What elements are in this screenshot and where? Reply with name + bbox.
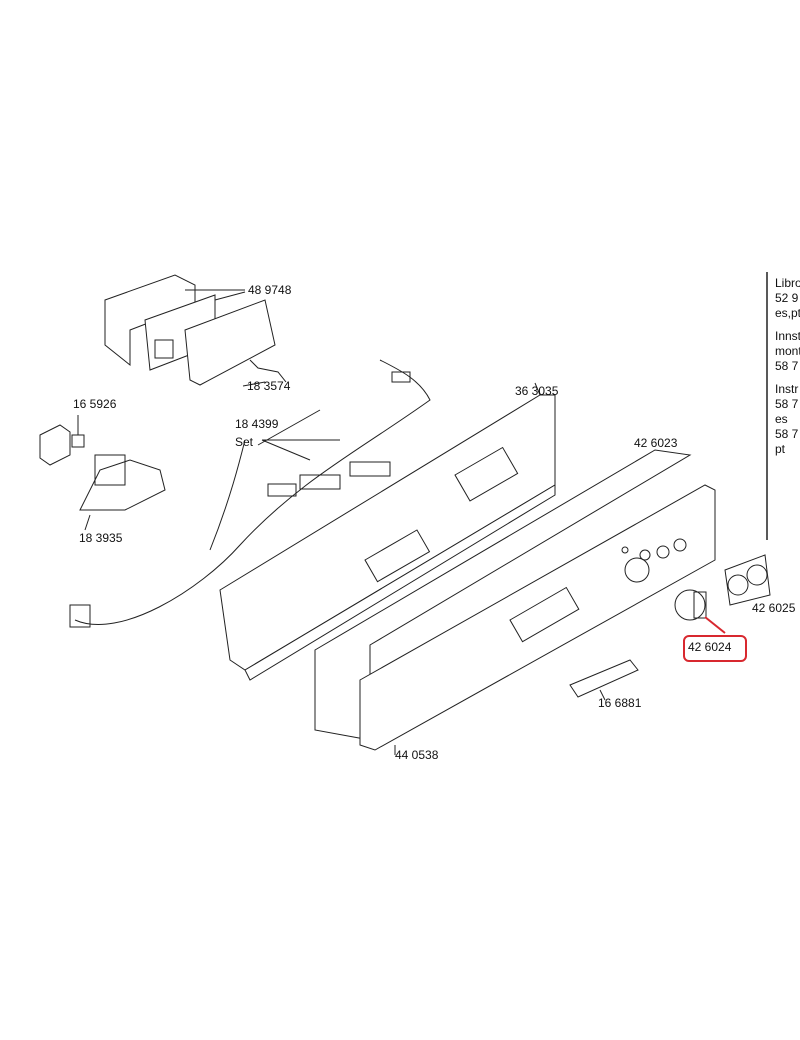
part-label: 42 6025 (752, 601, 796, 615)
note-line: 52 9 (775, 291, 799, 305)
board-426025 (724, 554, 771, 606)
knob-426024 (674, 589, 726, 634)
part-label: Set (235, 435, 254, 449)
part-165926 (39, 415, 85, 466)
note-line: es,pt (775, 306, 800, 320)
part-label: 36 3035 (515, 384, 559, 398)
sensor-183574 (249, 359, 287, 383)
note-line: 58 7 (775, 397, 799, 411)
part-label-highlighted[interactable]: 42 6024 (688, 640, 732, 654)
part-label: 18 3935 (79, 531, 123, 545)
note-line: Innst (775, 329, 800, 343)
part-183935 (79, 454, 166, 531)
note-line: Libro (775, 276, 800, 290)
part-label: 18 3574 (247, 379, 291, 393)
part-label: 16 5926 (73, 397, 117, 411)
note-line: es (775, 412, 788, 426)
part-label: 16 6881 (598, 696, 642, 710)
highlight-box (683, 635, 747, 662)
note-line: mont (775, 344, 800, 358)
part-label: 42 6023 (634, 436, 678, 450)
trim-166881 (569, 659, 639, 701)
control-module-489748 (104, 274, 276, 386)
note-line: pt (775, 442, 786, 456)
part-label: 18 4399 (235, 417, 279, 431)
note-line: 58 7 (775, 359, 799, 373)
note-line: 58 7 (775, 427, 799, 441)
fascia-panel-440538 (314, 449, 716, 755)
wiring-harness-184399 (69, 359, 431, 628)
note-line: Instr (775, 382, 799, 396)
part-label: 48 9748 (248, 283, 292, 297)
frame-363035 (219, 382, 556, 681)
part-label: 44 0538 (395, 748, 439, 762)
